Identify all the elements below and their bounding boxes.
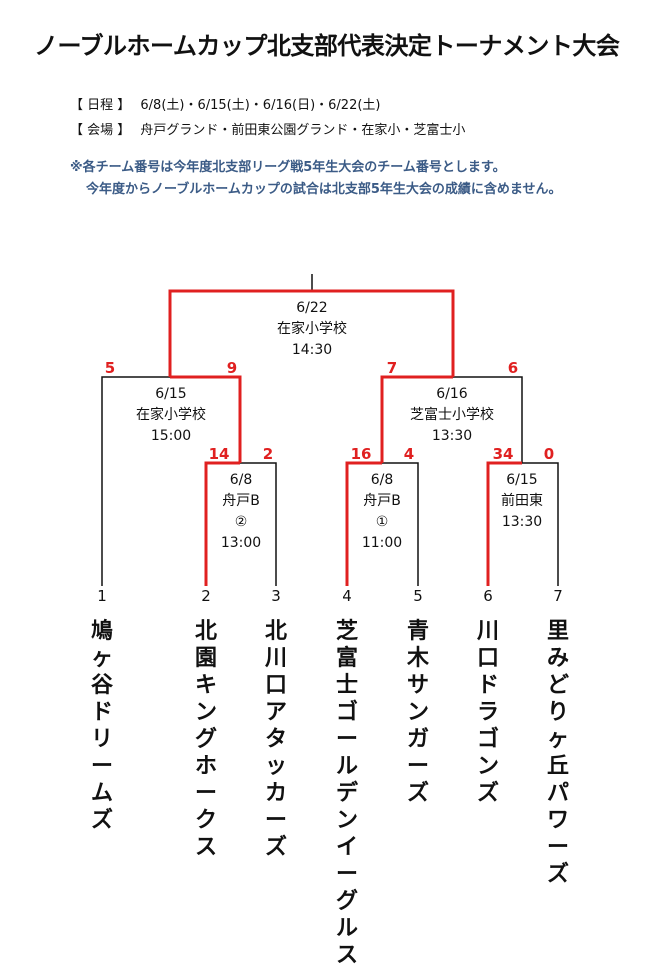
r1a-winner-path <box>204 461 240 586</box>
r1b-right-path <box>382 462 419 586</box>
note-line-1: ※各チーム番号は今年度北支部リーグ戦5年生大会のチーム番号とします。 <box>70 160 506 175</box>
schedule-value: 6/8(土)・6/15(土)・6/16(日)・6/22(土) <box>140 98 381 113</box>
score-r1a-left: 14 <box>208 445 230 463</box>
score-r1b-left: 16 <box>350 445 372 463</box>
final-right-path <box>312 289 455 377</box>
team-number: 3 <box>271 587 281 605</box>
schedule-row: 【 日程 】 6/8(土)・6/15(土)・6/16(日)・6/22(土) <box>70 94 380 113</box>
score-r1a-right: 2 <box>262 445 274 463</box>
team-number: 2 <box>201 587 211 605</box>
r1b-info: 6/8 舟戸B ① 11:00 <box>362 470 402 554</box>
score-r2b-left: 7 <box>386 359 398 377</box>
team-number: 5 <box>413 587 423 605</box>
r2b-winner-path <box>380 375 453 463</box>
r2a-date: 6/15 <box>155 386 187 402</box>
score-r1c-right: 0 <box>543 445 555 463</box>
team-name: 鳩ヶ谷ドリームズ <box>90 619 113 833</box>
team-name: 北川口アタッカーズ <box>264 619 287 860</box>
r1c-date: 6/15 <box>506 472 538 488</box>
r1c-time: 13:30 <box>501 514 543 530</box>
bracket-lines <box>101 274 559 586</box>
r2b-venue: 芝富士小学校 <box>410 407 494 423</box>
r2b-info: 6/16 芝富士小学校 13:30 <box>410 384 494 447</box>
r1b-date: 6/8 <box>370 472 394 488</box>
note-line-2: 今年度からノーブルホームカップの試合は北支部5年生大会の成績に含めません。 <box>86 182 562 197</box>
team-name: 北園キングホークス <box>194 619 217 860</box>
team-number: 7 <box>553 587 563 605</box>
r2a-venue: 在家小学校 <box>136 407 206 423</box>
r1a-time: 13:00 <box>220 535 262 551</box>
team-number: 1 <box>97 587 107 605</box>
team-name: 川口ドラゴンズ <box>476 619 499 806</box>
r1a-right-path <box>240 462 277 586</box>
r1c-right-path <box>522 462 559 586</box>
venue-row: 【 会場 】 舟戸グランド・前田東公園グランド・在家小・芝富士小 <box>70 119 465 138</box>
r1c-venue: 前田東 <box>501 493 543 509</box>
r1a-date: 6/8 <box>229 472 253 488</box>
r1c-winner-path <box>486 461 522 586</box>
r2b-right-path <box>453 376 523 463</box>
r2a-time: 15:00 <box>150 428 192 444</box>
schedule-label: 【 日程 】 <box>70 98 131 113</box>
r1a-venue: 舟戸B <box>222 493 260 509</box>
r1a-info: 6/8 舟戸B ② 13:00 <box>221 470 261 554</box>
r1b-venue: 舟戸B <box>363 493 401 509</box>
team-number: 6 <box>483 587 493 605</box>
r2a-winner-path <box>170 375 242 463</box>
team-name: 青木サンガーズ <box>406 619 429 806</box>
r2a-left-path <box>101 376 170 586</box>
team-name: 芝富士ゴールデンイーグルス <box>335 619 358 968</box>
team-name: 里みどりヶ丘パワーズ <box>546 619 569 887</box>
r1b-winner-path <box>345 461 382 586</box>
venue-label: 【 会場 】 <box>70 123 131 138</box>
score-r2b-right: 6 <box>507 359 519 377</box>
final-venue: 在家小学校 <box>277 321 347 337</box>
score-r2a-right: 9 <box>226 359 238 377</box>
score-r1c-left: 34 <box>492 445 514 463</box>
final-left-path <box>168 289 312 377</box>
r1b-court: ① <box>375 514 389 530</box>
score-r1b-right: 4 <box>403 445 415 463</box>
r2b-date: 6/16 <box>436 386 468 402</box>
final-info: 6/22 在家小学校 14:30 <box>277 298 347 361</box>
venue-value: 舟戸グランド・前田東公園グランド・在家小・芝富士小 <box>140 123 466 138</box>
team-number: 4 <box>342 587 352 605</box>
r1b-time: 11:00 <box>361 535 403 551</box>
final-time: 14:30 <box>291 342 333 358</box>
r1c-info: 6/15 前田東 13:30 <box>501 470 543 533</box>
r2b-time: 13:30 <box>431 428 473 444</box>
page-title: ノーブルホームカップ北支部代表決定トーナメント大会 <box>34 32 620 60</box>
r2a-info: 6/15 在家小学校 15:00 <box>136 384 206 447</box>
r1a-court: ② <box>234 514 248 530</box>
final-date: 6/22 <box>296 300 328 316</box>
score-r2a-left: 5 <box>104 359 116 377</box>
